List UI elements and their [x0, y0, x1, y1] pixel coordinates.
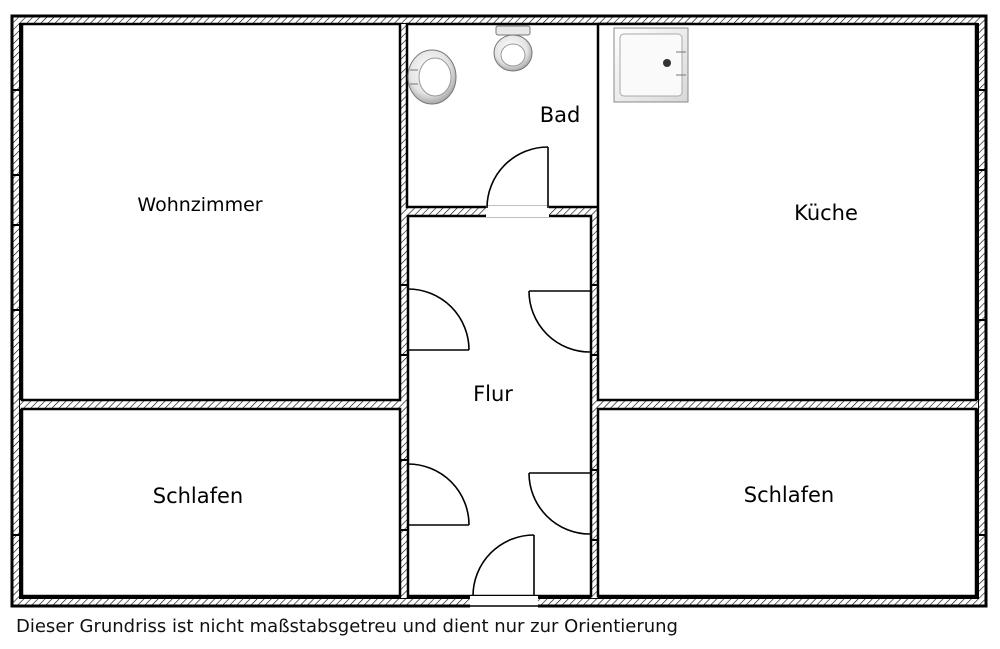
room-schlafen-left	[20, 407, 402, 598]
door-schlafen-left	[407, 463, 470, 526]
label-kueche: Küche	[794, 201, 858, 225]
disclaimer-text: Dieser Grundriss ist nicht maßstabsgetre…	[16, 616, 678, 637]
door-schlafen-right	[528, 472, 591, 535]
shower-tray-icon	[613, 27, 689, 103]
toilet-icon	[493, 25, 533, 72]
room-schlafen-right	[596, 407, 978, 598]
door-wohnzimmer	[407, 288, 470, 351]
room-wohnzimmer	[20, 22, 402, 402]
sink-icon	[407, 49, 457, 105]
room-flur	[406, 214, 593, 598]
label-bad: Bad	[540, 103, 581, 127]
label-flur: Flur	[473, 382, 513, 406]
door-kueche	[528, 290, 591, 353]
label-wohnzimmer: Wohnzimmer	[137, 194, 262, 216]
door-bad	[486, 146, 549, 209]
label-schlafen-left: Schlafen	[153, 484, 244, 508]
door-entrance	[472, 534, 535, 597]
label-schlafen-right: Schlafen	[744, 483, 835, 507]
